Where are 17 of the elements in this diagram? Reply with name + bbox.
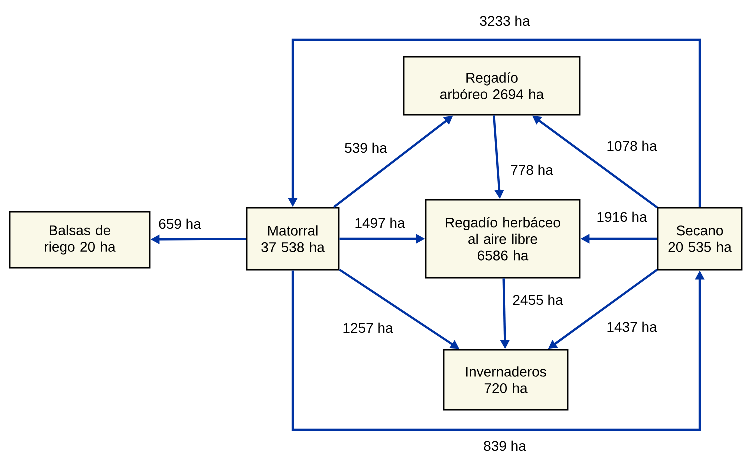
edge-label: 1916 ha: [596, 210, 648, 224]
area-box: Regadío arbóreo 2694 ha: [403, 56, 581, 116]
area-box: Balsas de riego 20 ha: [9, 211, 151, 269]
edge-label: 1257 ha: [342, 322, 394, 334]
edge-label: 839 ha: [482, 440, 528, 452]
edge-label: 3233 ha: [478, 14, 532, 28]
edge-label: 2455 ha: [512, 294, 564, 306]
edge-label: 1078 ha: [606, 140, 658, 152]
area-box: Invernaderos 720 ha: [443, 349, 569, 411]
edge-label: 659 ha: [158, 218, 202, 230]
edge-label: 1437 ha: [606, 320, 658, 334]
area-box: Regadío herbáceo al aire libre 6586 ha: [425, 199, 581, 279]
area-box: Matorral 37 538 ha: [246, 207, 340, 271]
edge-label: 778 ha: [510, 164, 554, 176]
edge-label: 539 ha: [344, 142, 388, 154]
edge-label: 1497 ha: [354, 216, 406, 230]
area-box: Secano 20 535 ha: [657, 207, 743, 271]
